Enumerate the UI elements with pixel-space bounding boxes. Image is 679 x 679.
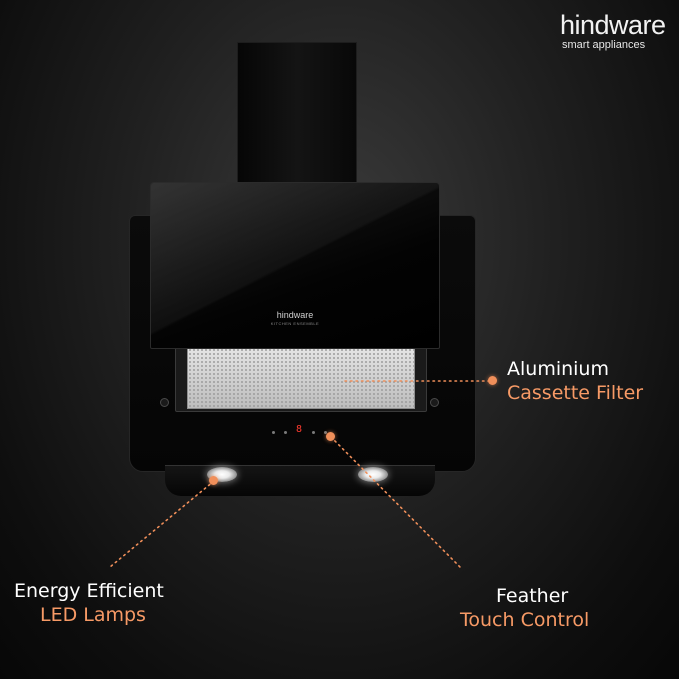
knob-left: [160, 398, 169, 407]
hood-chimney: [237, 42, 357, 196]
hood-logo-subtitle: KITCHEN ENSEMBLE: [270, 321, 320, 326]
touch-button: [272, 431, 275, 434]
touch-callout-dot: [326, 432, 335, 441]
knob-right: [430, 398, 439, 407]
filter-callout-subtitle: Cassette Filter: [507, 382, 644, 404]
touch-callout: Feather Touch Control: [460, 584, 589, 632]
hood-glass-canopy: hindware KITCHEN ENSEMBLE: [150, 182, 440, 349]
lamps-callout-subtitle: LED Lamps: [40, 604, 146, 626]
brand-name: hindware: [560, 10, 666, 40]
touch-callout-title: Feather: [496, 585, 569, 607]
filter-callout: Aluminium Cassette Filter: [507, 357, 643, 405]
seven-segment-display: 8: [296, 424, 303, 435]
lamps-callout-dot: [209, 476, 218, 485]
touch-button: [284, 431, 287, 434]
touch-callout-subtitle: Touch Control: [460, 609, 590, 631]
touch-control-panel: [268, 428, 346, 438]
brand-tagline: smart appliances: [562, 39, 646, 51]
lamps-leader-line: [109, 480, 215, 568]
touch-button: [312, 431, 315, 434]
filter-callout-title: Aluminium: [507, 358, 609, 380]
touch-leader-line: [330, 436, 461, 568]
lamps-callout-title: Energy Efficient: [14, 580, 164, 602]
led-lamp-right: [358, 467, 388, 482]
brand-logo: hindware smart appliances: [560, 12, 666, 52]
touch-button: [324, 431, 327, 434]
canopy-reflection: [151, 183, 439, 348]
lamps-callout: Energy Efficient LED Lamps: [14, 579, 164, 627]
filter-callout-dot: [488, 376, 497, 385]
hood-logo: hindware: [276, 310, 314, 320]
